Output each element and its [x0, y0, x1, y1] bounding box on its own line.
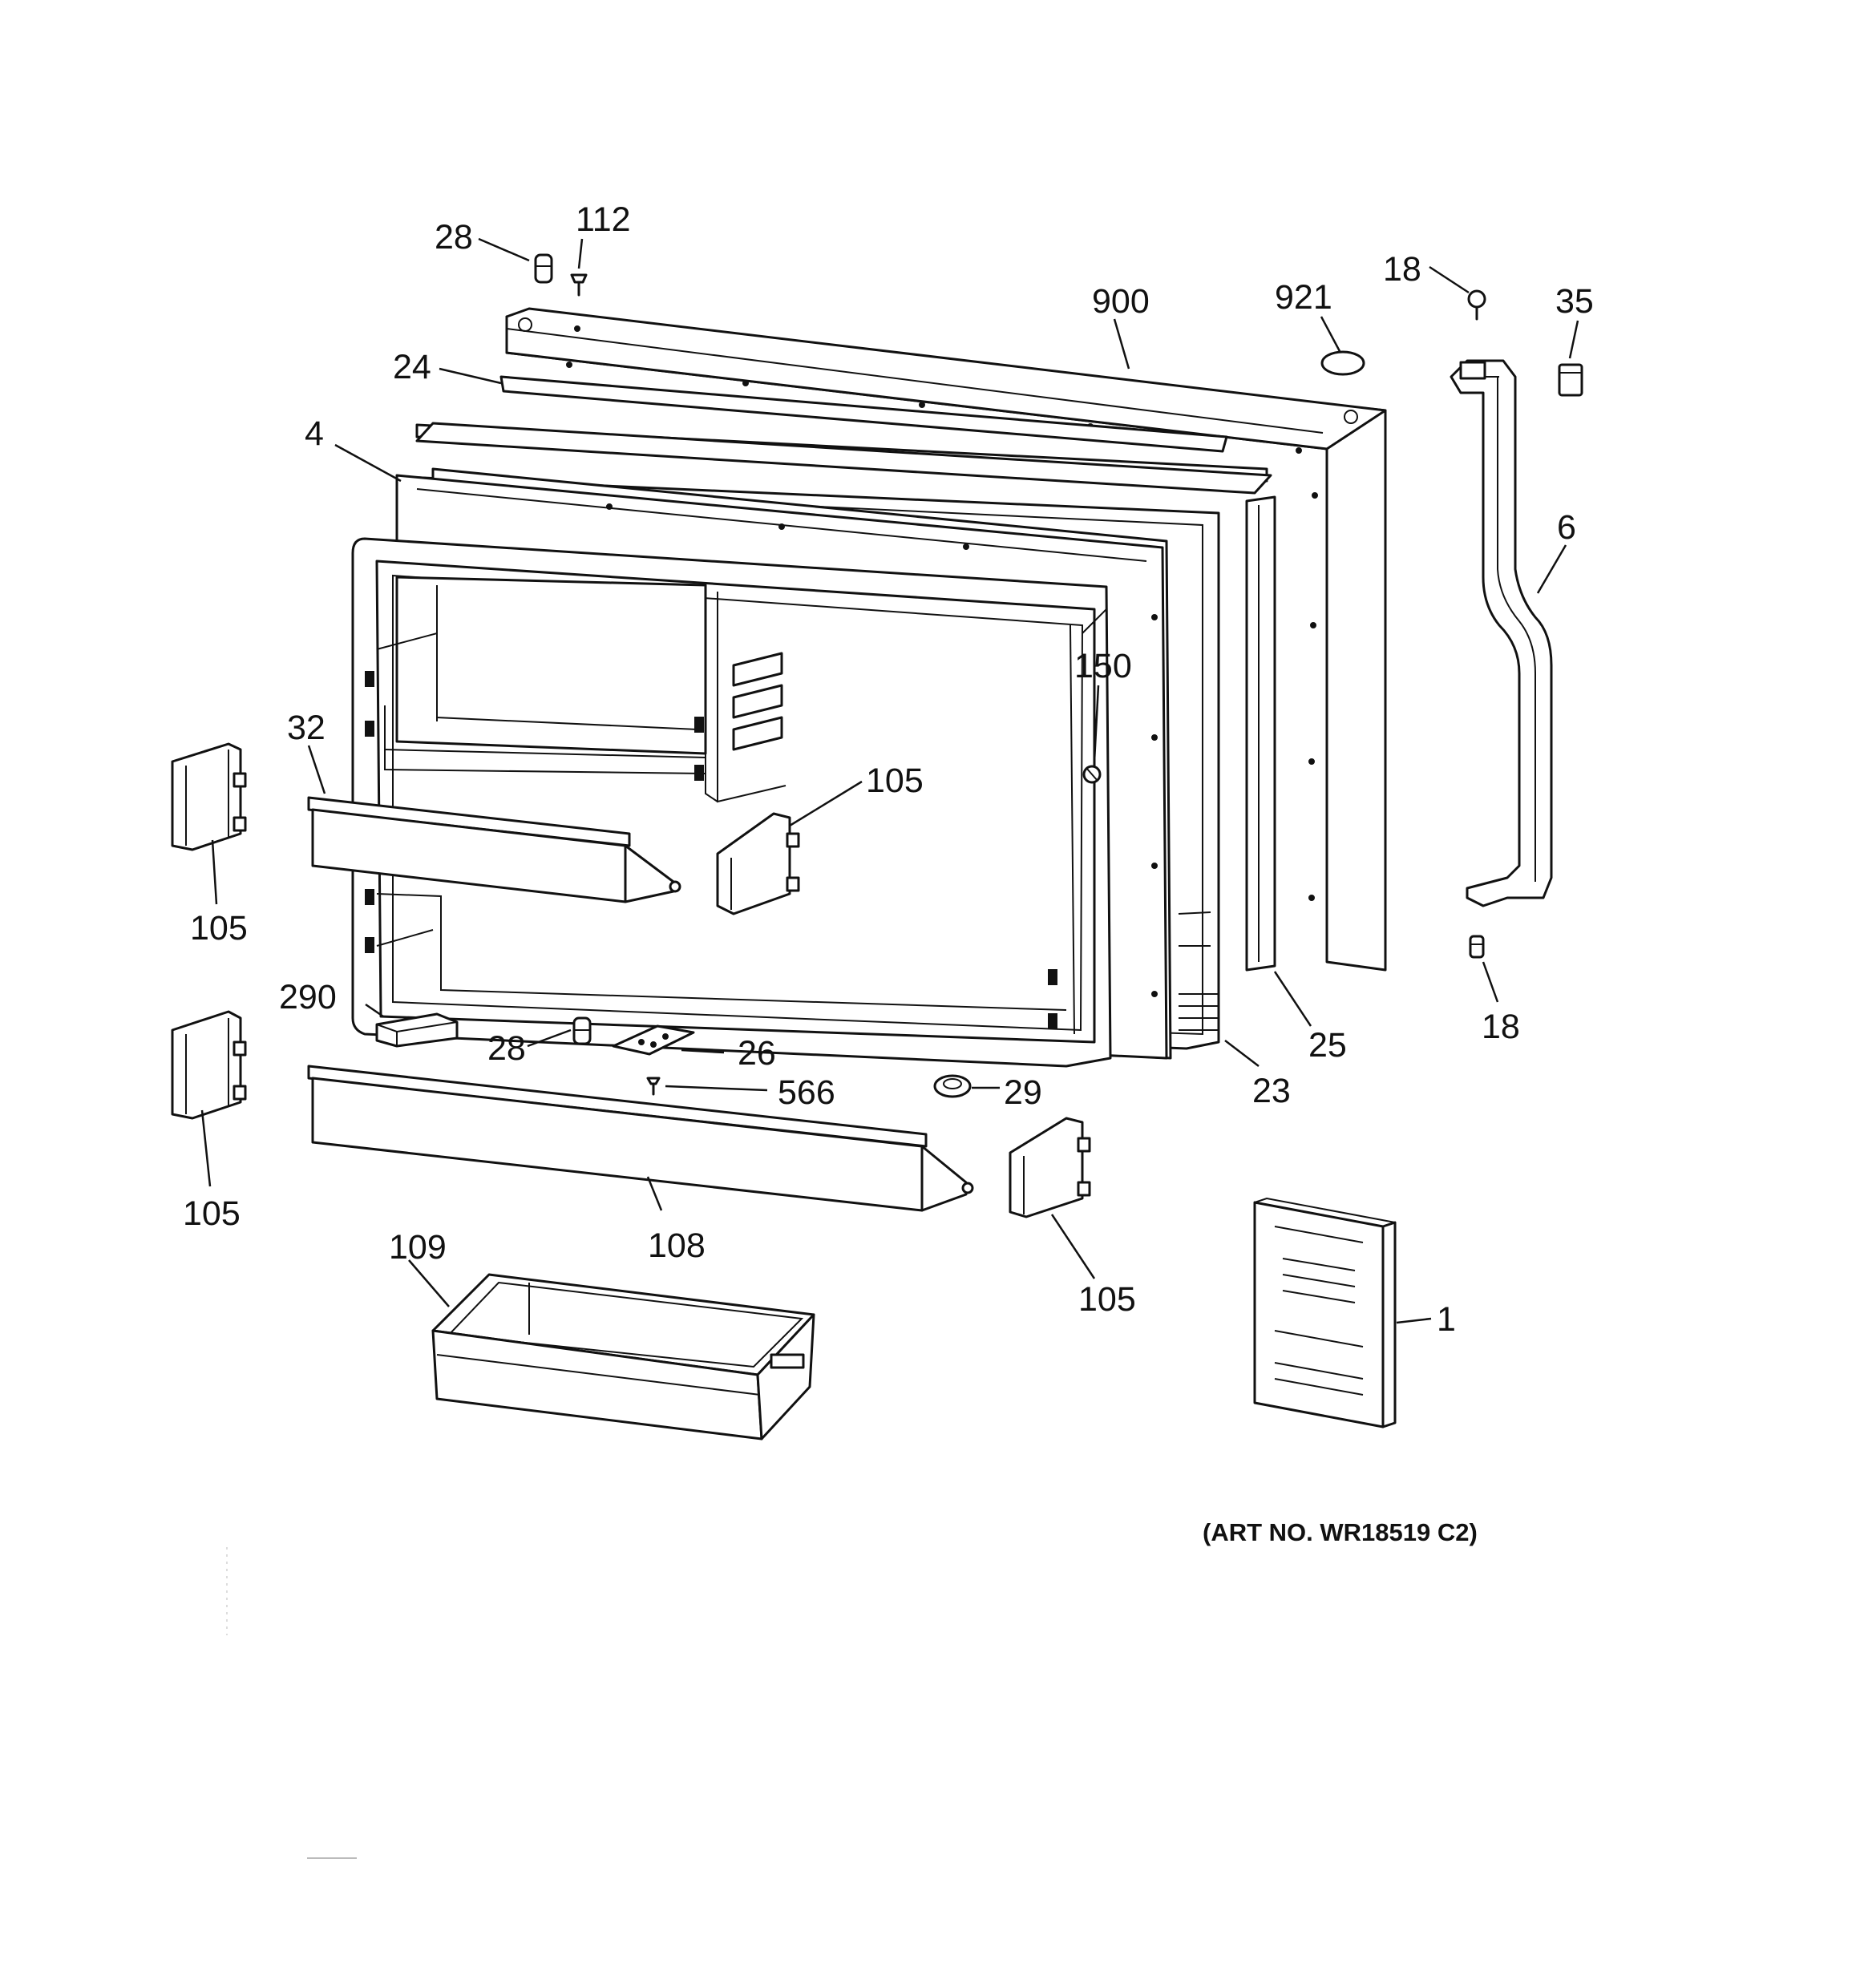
callout-112: 112 [576, 200, 631, 239]
shelf-end-cap-left-lower [171, 1010, 247, 1120]
plug-28-mid [572, 1016, 592, 1045]
plug-921 [1320, 350, 1365, 376]
callout-18-bottom: 18 [1482, 1008, 1520, 1046]
callout-labels: 28 112 900 921 18 35 24 4 6 150 32 105 1… [183, 200, 1594, 1339]
screw-18-bottom [1469, 935, 1485, 959]
callout-25: 25 [1308, 1026, 1347, 1065]
callout-566: 566 [778, 1073, 835, 1112]
cap-35 [1558, 363, 1583, 397]
plate-26 [612, 1024, 695, 1056]
screw-112 [570, 273, 588, 297]
screw-566 [646, 1077, 661, 1096]
art-number: (ART NO. WR18519 C2) [1203, 1518, 1478, 1546]
callout-150: 150 [1074, 647, 1132, 685]
screw-18-top [1467, 289, 1486, 321]
screw-150 [1082, 765, 1102, 784]
handle-6 [1450, 359, 1553, 907]
callout-24: 24 [393, 348, 431, 386]
callout-108: 108 [648, 1226, 706, 1265]
grommet-29 [933, 1074, 972, 1098]
callout-29: 29 [1004, 1073, 1042, 1112]
callout-1: 1 [1437, 1300, 1456, 1339]
callout-26: 26 [738, 1034, 776, 1073]
callout-35: 35 [1555, 282, 1594, 321]
callout-105-right: 105 [1078, 1280, 1136, 1319]
callout-6: 6 [1557, 508, 1576, 547]
plug-28-top [534, 253, 553, 284]
callout-32: 32 [287, 709, 326, 747]
callout-18-top: 18 [1383, 250, 1421, 289]
scan-marks [226, 1547, 357, 1859]
door-outer-panel [505, 307, 1387, 972]
callout-28-top: 28 [435, 218, 473, 257]
shelf-bar-32 [307, 796, 681, 903]
callout-23: 23 [1252, 1072, 1291, 1110]
leader-lines [200, 237, 1579, 1324]
callout-105-left-lower: 105 [183, 1194, 241, 1233]
shelf-end-cap-right [1009, 1117, 1091, 1218]
shelf-end-cap-center [716, 812, 800, 915]
callout-921: 921 [1275, 278, 1332, 317]
door-gasket-frame [415, 375, 1276, 972]
bin-109 [431, 1273, 815, 1440]
block-290 [375, 1012, 459, 1048]
shelf-bar-108 [307, 1065, 974, 1212]
callout-900: 900 [1092, 282, 1150, 321]
inner-door-pan [351, 537, 1112, 1068]
owners-manual-1 [1253, 1197, 1397, 1428]
callout-109: 109 [389, 1228, 447, 1267]
shelf-end-cap-left-upper [171, 742, 247, 851]
callout-28-mid: 28 [487, 1029, 526, 1068]
callout-105-center: 105 [866, 762, 924, 800]
callout-4: 4 [305, 414, 324, 453]
callout-290: 290 [279, 978, 337, 1016]
callout-105-left-upper: 105 [190, 909, 248, 948]
